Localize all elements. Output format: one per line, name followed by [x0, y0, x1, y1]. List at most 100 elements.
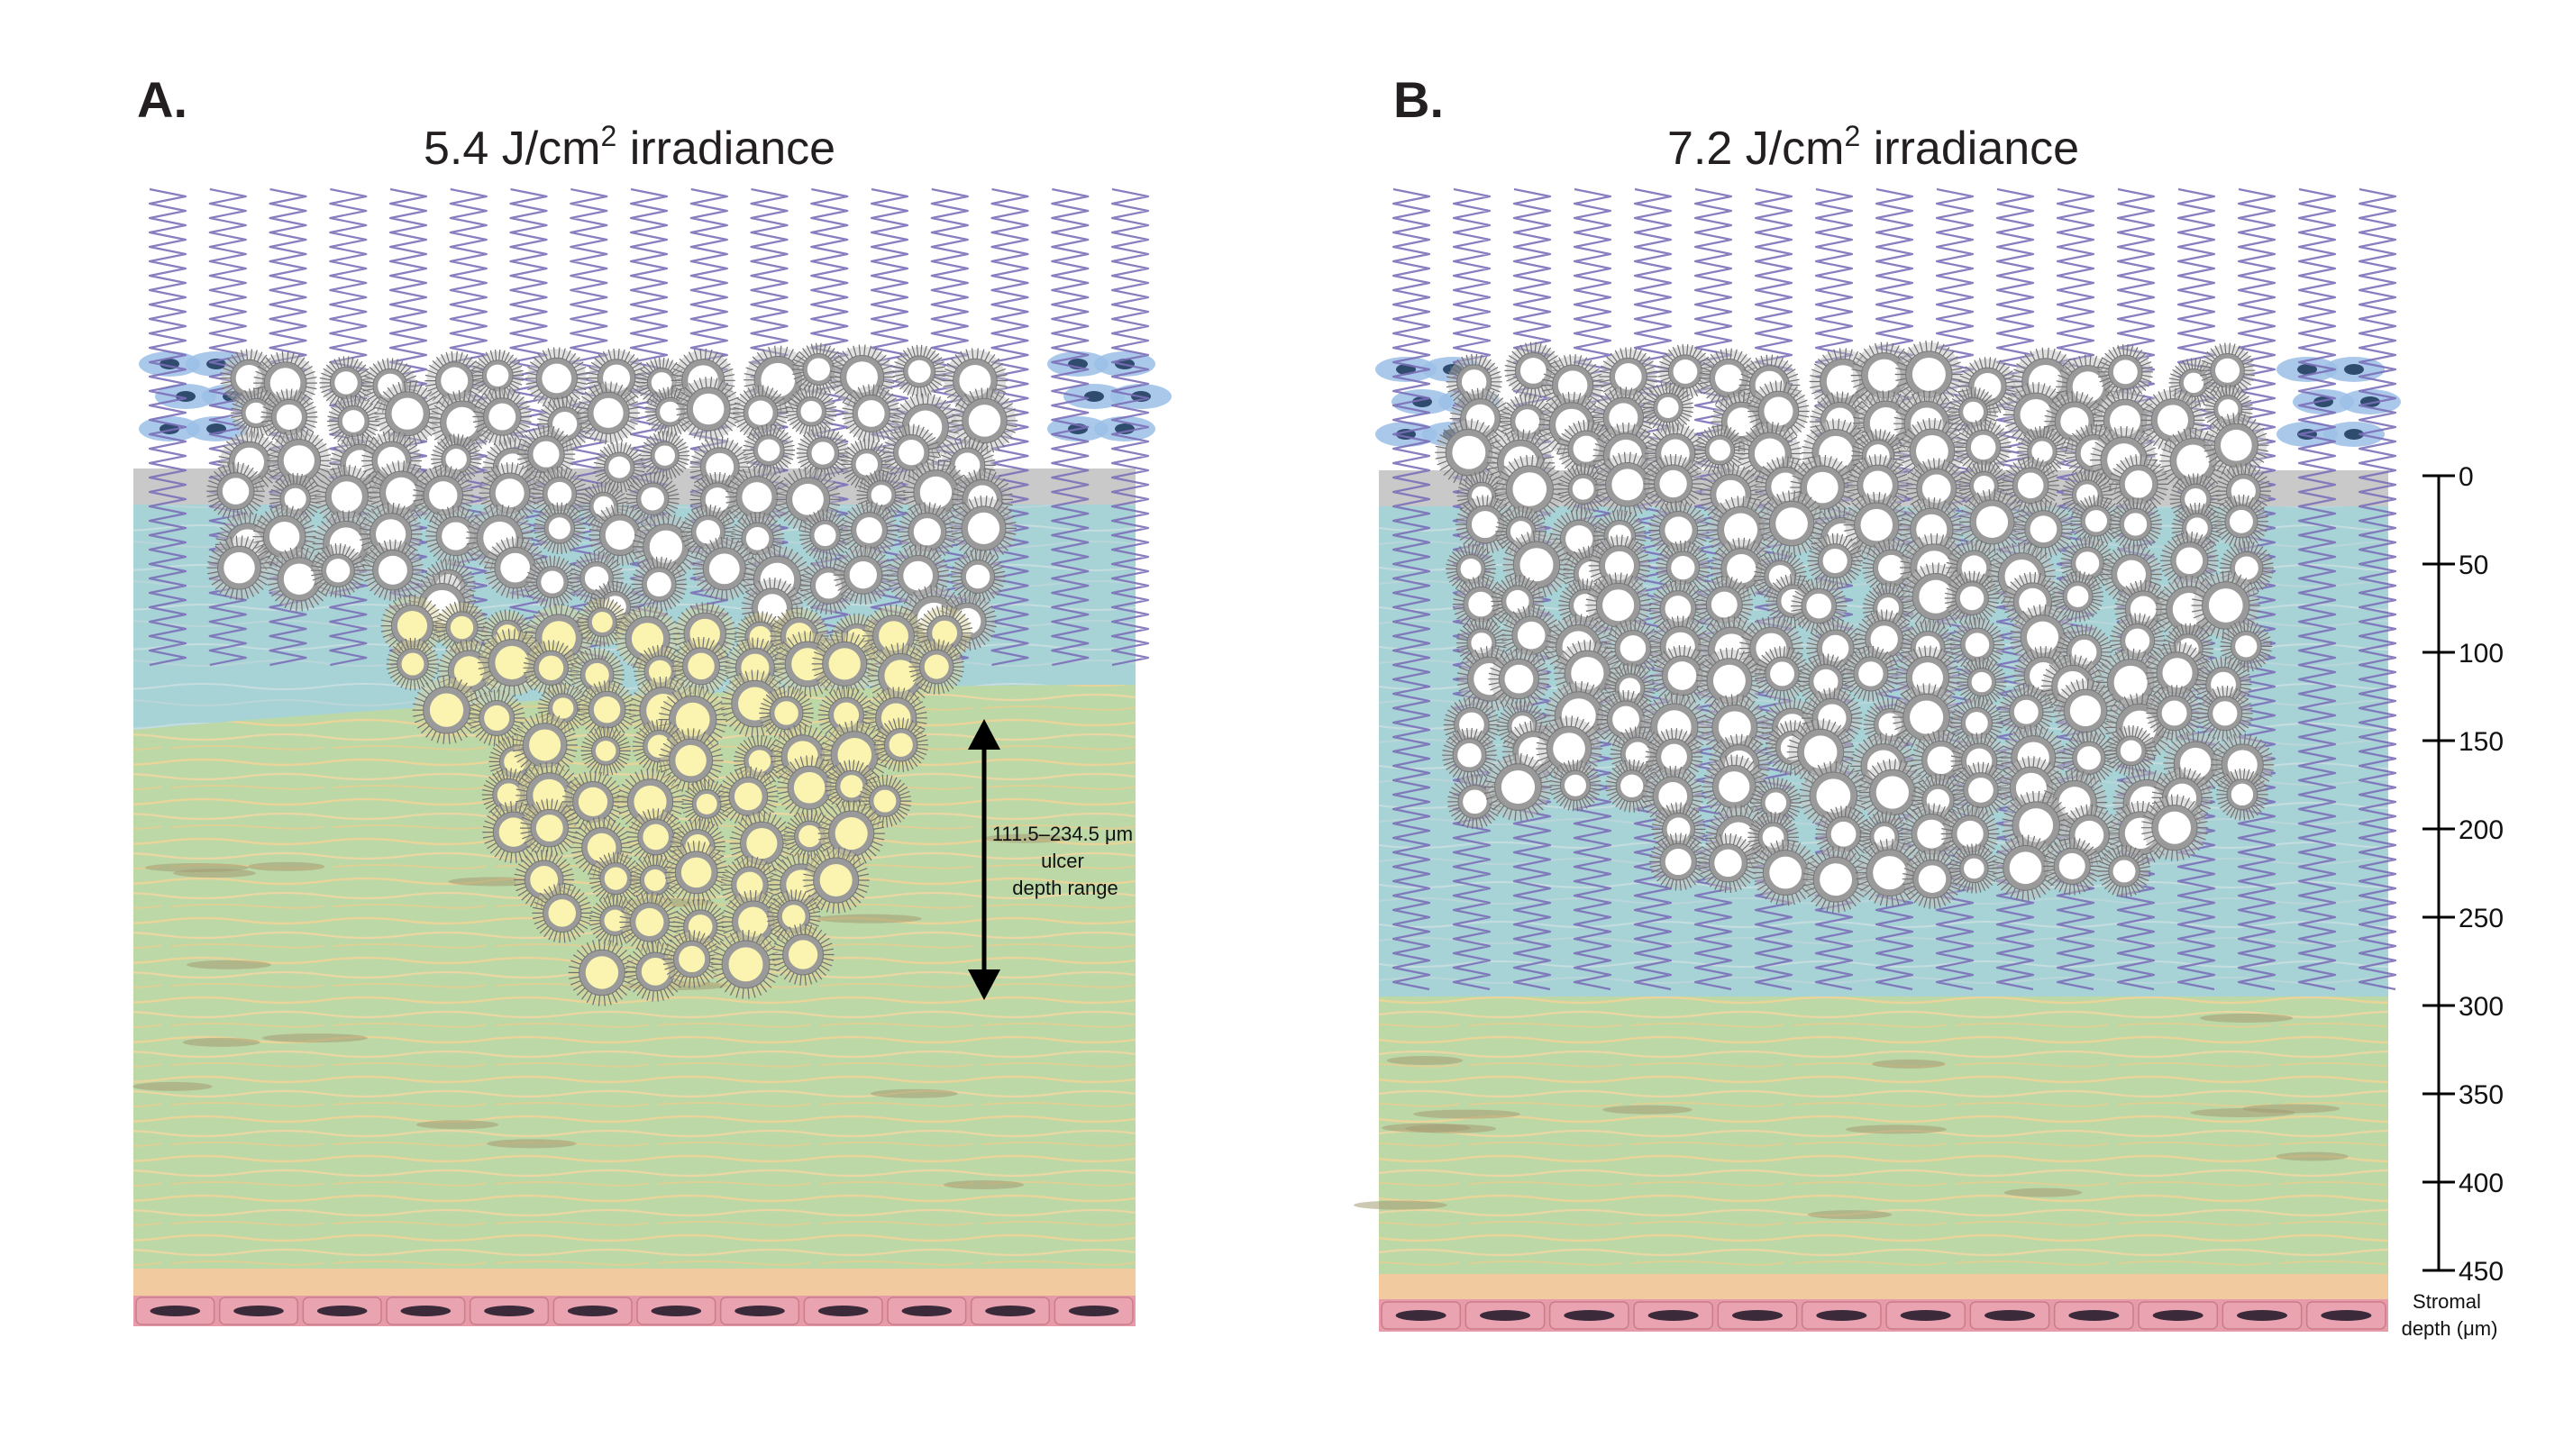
cell — [1649, 833, 1708, 891]
ulcer-depth-annotation: 111.5–234.5 μm ulcer depth range — [992, 823, 1138, 899]
cell — [577, 596, 628, 648]
endothelial-nucleus — [734, 1306, 785, 1316]
cell — [1955, 419, 2012, 476]
cell — [2013, 499, 2074, 559]
cell — [1948, 843, 2000, 894]
panel-b-title: 7.2 J/cm2 irradiance — [1667, 120, 2079, 175]
cell — [206, 535, 272, 600]
cell — [892, 344, 946, 398]
endothelial-nucleus — [1647, 1310, 1699, 1321]
cell — [2096, 648, 2165, 717]
epithelial-nucleus — [2344, 364, 2364, 375]
cell — [664, 841, 728, 905]
cell — [525, 555, 579, 609]
cell — [1842, 645, 1899, 702]
epithelial-nucleus — [2297, 364, 2317, 375]
cell — [1959, 489, 2025, 555]
cell — [1695, 576, 1754, 634]
cell — [580, 725, 631, 777]
endothelium-layer — [1379, 1299, 2388, 1332]
keratocyte — [261, 1033, 368, 1043]
keratocyte — [132, 1081, 213, 1091]
cell — [525, 347, 589, 410]
cell — [315, 464, 379, 529]
cell — [468, 689, 525, 747]
cell — [951, 387, 1018, 454]
keratocyte — [1353, 1200, 1447, 1210]
cell — [950, 549, 1006, 605]
cell — [1750, 777, 1802, 829]
endothelial-nucleus — [985, 1306, 1036, 1316]
depth-axis-title: Stromal depth (μm) — [2402, 1290, 2498, 1340]
cell — [1905, 458, 1967, 520]
cell — [897, 502, 957, 562]
endothelial-nucleus — [150, 1306, 201, 1316]
cell — [1957, 657, 2007, 707]
cell — [743, 423, 796, 477]
cell — [662, 930, 721, 988]
cell — [1435, 418, 1503, 487]
endothelial-nucleus — [2068, 1310, 2120, 1321]
cell — [1944, 570, 2000, 626]
cell — [873, 717, 928, 772]
depth-tick-label: 400 — [2459, 1169, 2504, 1198]
cell — [798, 509, 852, 561]
keratocytes-b — [1353, 1013, 2349, 1220]
cell — [796, 426, 850, 480]
cell — [1791, 578, 1848, 634]
endothelial-nucleus — [233, 1306, 284, 1316]
keratocyte — [1845, 1124, 1948, 1134]
cell — [1802, 846, 1869, 914]
cell — [2140, 794, 2208, 861]
cell — [434, 600, 489, 655]
cell — [2097, 844, 2151, 898]
keratocyte — [2276, 1151, 2349, 1161]
cell — [676, 377, 742, 441]
cell-cluster-a — [206, 342, 1018, 654]
cell — [2146, 685, 2203, 742]
keratocyte — [173, 869, 256, 878]
cell — [1643, 453, 1703, 514]
cell — [534, 502, 586, 555]
endothelial-nucleus — [1816, 1310, 1867, 1321]
cell — [1483, 752, 1553, 822]
cell — [711, 930, 780, 999]
cell — [1894, 340, 1963, 409]
cell — [516, 424, 576, 484]
cell — [1488, 648, 1550, 710]
cell — [532, 466, 588, 522]
cell — [1902, 849, 1963, 909]
collagen-wave — [990, 187, 1029, 667]
endothelial-cells-a — [135, 1297, 1134, 1325]
endothelial-nucleus — [1564, 1310, 1615, 1321]
cell — [512, 712, 578, 778]
cell — [802, 847, 870, 914]
cell — [625, 472, 680, 526]
endothelial-nucleus — [1900, 1310, 1951, 1321]
endothelial-nucleus — [1732, 1310, 1783, 1321]
cell-cluster-b — [1435, 340, 2275, 914]
cell — [520, 798, 579, 858]
endothelial-nucleus — [901, 1306, 953, 1316]
depth-tick-label: 350 — [2459, 1080, 2504, 1110]
cell — [1536, 715, 1602, 782]
cell — [1815, 805, 1872, 862]
cell — [1585, 572, 1651, 638]
cell — [593, 441, 645, 494]
cell — [626, 808, 685, 866]
cell — [561, 770, 625, 833]
endothelial-nucleus — [2321, 1310, 2372, 1321]
depth-tick-label: 300 — [2459, 992, 2504, 1022]
cell — [640, 431, 690, 481]
cell — [471, 349, 525, 402]
cell — [840, 501, 899, 560]
cell — [2109, 497, 2163, 551]
cell — [791, 342, 845, 396]
depth-tick-label: 0 — [2459, 462, 2474, 492]
panel-a: A. 5.4 J/cm2 irradiance 111.5–234.5 μm — [132, 71, 1172, 1326]
cell — [386, 637, 440, 691]
cell — [2220, 620, 2273, 673]
cell — [1656, 540, 1711, 596]
collagen-wave — [148, 187, 187, 667]
endothelial-nucleus — [316, 1306, 368, 1316]
